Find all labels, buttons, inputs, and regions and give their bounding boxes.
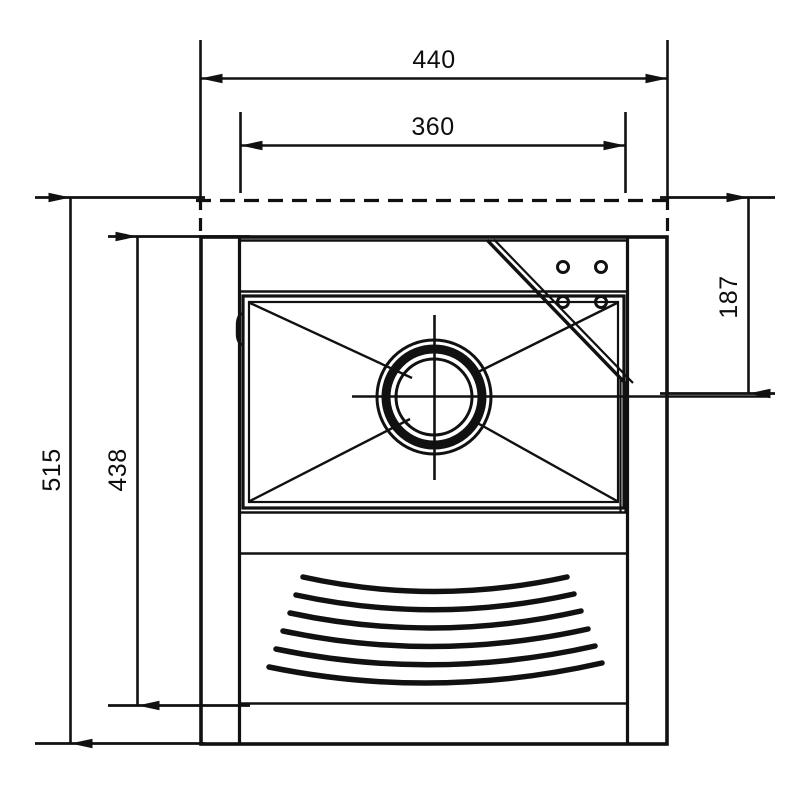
grille-bar-4 [280, 626, 591, 650]
grille-bar-5 [273, 643, 598, 668]
curved-grille-bars [266, 574, 605, 686]
outer-housing-rect [199, 235, 669, 746]
basin-inner-rect [247, 300, 620, 504]
basin-slope-line-tr [471, 301, 618, 377]
dimension-labels: 440 360 515 438 187 [38, 46, 743, 492]
bolt-hole-array [556, 260, 608, 309]
grille-bar-3 [287, 608, 584, 631]
grille-bar-1 [300, 574, 570, 595]
hidden-construction-lines [196, 197, 672, 238]
diagonal-chamfer-outer [485, 238, 630, 388]
basin-assembly [235, 294, 626, 510]
basin-slope-line-br [471, 418, 618, 503]
dim-label-187: 187 [715, 275, 743, 318]
bolt-hole-4 [594, 295, 608, 309]
basin-slope-line-bl [249, 417, 411, 503]
dim-label-438: 438 [104, 448, 132, 491]
grille-bar-2 [293, 591, 577, 613]
basin-left-hinge-notch [235, 311, 244, 347]
basin-outer-rect [241, 294, 626, 510]
dimension-lines [48, 73, 771, 749]
dim-label-440: 440 [412, 46, 455, 74]
bolt-hole-1 [556, 260, 570, 274]
bolt-hole-3 [556, 295, 570, 309]
dim-label-360: 360 [411, 113, 454, 141]
appliance-body [199, 235, 669, 746]
bolt-hole-2 [594, 260, 608, 274]
grille-bar-6 [266, 660, 605, 686]
dim-label-515: 515 [38, 448, 66, 491]
drain-crosshair [352, 315, 770, 480]
diagonal-chamfer-inner [493, 238, 634, 384]
